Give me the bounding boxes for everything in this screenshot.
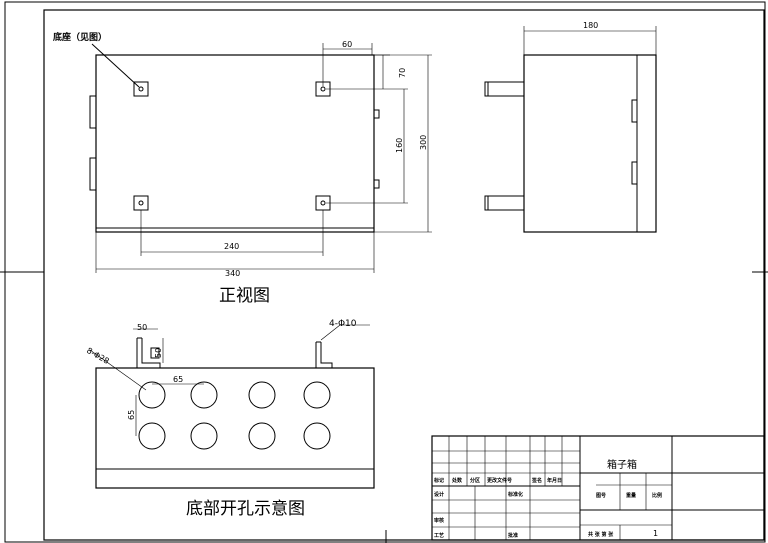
- dim-160: 160: [395, 138, 404, 153]
- hole-r1c2: [190, 381, 218, 409]
- tb-stage-mark: 图号: [596, 492, 606, 499]
- dim-340: 340: [225, 269, 240, 278]
- latch-bottom: [373, 179, 380, 189]
- mount-hole-bl: [138, 200, 144, 206]
- dim-50b: 50: [154, 348, 163, 358]
- tb-sheet-no: 1: [653, 529, 658, 538]
- side-bracket-bottom: [484, 195, 525, 211]
- hole-r1c4: [303, 381, 331, 409]
- hinge-top: [89, 95, 97, 129]
- inner-border: [43, 9, 765, 541]
- holes-label: 8-Φ28: [85, 346, 111, 366]
- bottom-view: 50 50 4-Φ10 8-Φ28 65 65 底部开孔示意图: [85, 319, 375, 519]
- tb-mark: 标记: [433, 477, 444, 484]
- front-box-outline: [95, 54, 375, 233]
- mount-hole-br: [320, 200, 326, 206]
- bolt-leader: [320, 324, 341, 341]
- front-view: 底座（见图） 60 70 160 300 240 340 正视图: [53, 31, 432, 306]
- hinge-bottom: [89, 157, 97, 191]
- bracket-right: [315, 341, 333, 368]
- hole-r2c3: [248, 422, 276, 450]
- dim-180: 180: [583, 21, 598, 30]
- tb-weight: 重量: [626, 492, 636, 499]
- tb-review: 审核: [434, 517, 444, 524]
- title-block-outline: [431, 435, 765, 541]
- bottom-view-title: 底部开孔示意图: [186, 499, 305, 519]
- hole-r2c4: [303, 422, 331, 450]
- tb-scale: 比例: [652, 492, 662, 499]
- tb-zone: 分区: [470, 477, 480, 484]
- tb-approve: 批准: [508, 532, 518, 539]
- dim-65b: 65: [127, 410, 136, 420]
- hole-r2c1: [138, 422, 166, 450]
- mount-tab-tl: [133, 81, 149, 97]
- mount-hole-tl: [138, 86, 144, 92]
- latch-top: [373, 109, 380, 119]
- tb-standardization: 标准化: [507, 491, 523, 498]
- dim-70: 70: [398, 68, 407, 78]
- tb-date: 年月日: [547, 477, 562, 484]
- holes-leader: [89, 349, 147, 391]
- outer-frame: [4, 1, 766, 543]
- tb-count: 处数: [451, 477, 463, 484]
- tb-total: 共 张 第 张: [588, 531, 614, 538]
- drawing-name: 箱子箱: [607, 458, 637, 471]
- dim-65a: 65: [173, 375, 183, 384]
- tb-design: 设计: [434, 491, 444, 498]
- base-label-leader: [91, 43, 140, 88]
- side-hinge-bottom: [631, 161, 638, 185]
- dim-50a: 50: [137, 323, 147, 332]
- hole-r2c2: [190, 422, 218, 450]
- dim-60: 60: [342, 40, 352, 49]
- bracket-left-slot: [150, 347, 160, 359]
- hole-r1c1: [138, 381, 166, 409]
- base-label: 底座（见图）: [53, 31, 107, 43]
- side-box-outline: [523, 54, 657, 233]
- front-view-title: 正视图: [219, 286, 270, 306]
- bottom-box-outline: [95, 367, 375, 489]
- mount-tab-bl: [133, 195, 149, 211]
- side-bracket-top: [484, 81, 525, 97]
- bracket-left: [136, 337, 161, 368]
- dim-300: 300: [419, 135, 428, 150]
- tb-change-doc: 更改文件号: [487, 477, 512, 484]
- hole-r1c3: [248, 381, 276, 409]
- dim-240: 240: [224, 242, 239, 251]
- side-hinge-top: [631, 99, 638, 123]
- title-block: 箱子箱 标记 处数 分区 更改文件号 签名 年月日 设计 标准化 审核 工艺 批…: [431, 435, 765, 541]
- side-view: 180: [484, 21, 657, 233]
- tb-signature: 签名: [531, 477, 542, 484]
- bolt-label: 4-Φ10: [329, 319, 357, 329]
- tb-process: 工艺: [434, 532, 444, 539]
- mount-hole-tr: [320, 86, 326, 92]
